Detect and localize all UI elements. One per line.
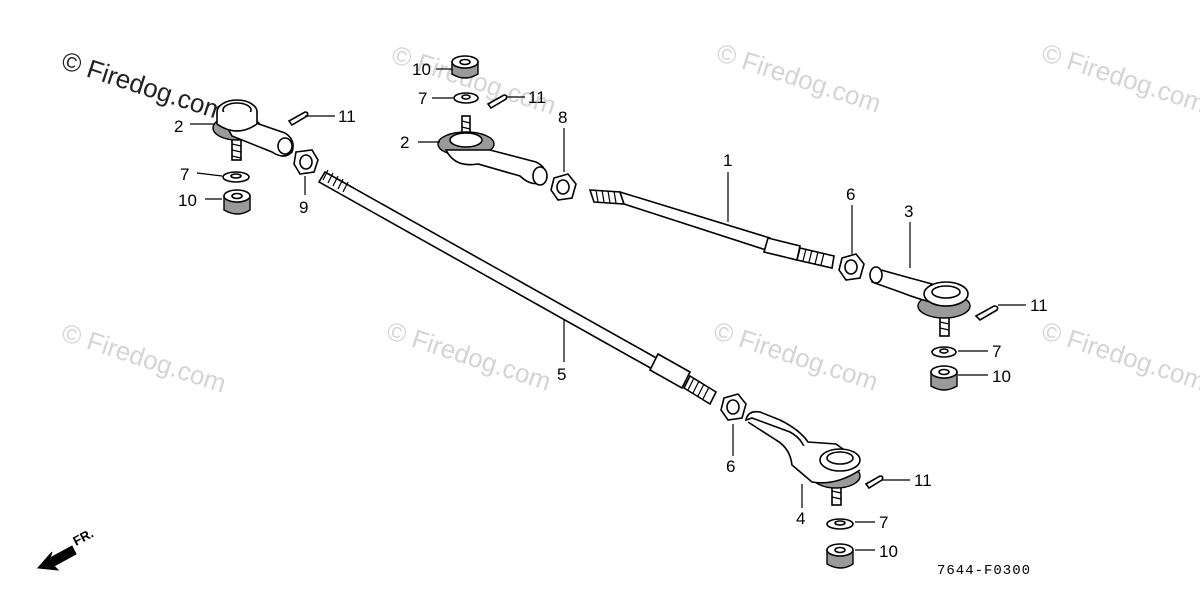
callout-7: 7 (879, 513, 888, 532)
callout-10: 10 (412, 60, 431, 79)
tie-rod-end-upper-middle (437, 115, 548, 186)
front-label: FR. (70, 526, 96, 549)
callout-6: 6 (846, 185, 855, 204)
watermark-text: © Firedog.com (1038, 315, 1200, 396)
lock-nut-9 (293, 149, 319, 175)
tie-rod-end-upper-left (212, 99, 294, 161)
callout-10: 10 (992, 367, 1011, 386)
tie-rod-1 (588, 189, 835, 269)
leader-lines (190, 68, 1026, 551)
lock-nut-6-lower (720, 393, 747, 421)
lock-nut-6-upper (838, 253, 865, 281)
callout-7: 7 (992, 342, 1001, 361)
callout-9: 9 (299, 198, 308, 217)
watermark-text: © Firedog.com (710, 315, 882, 396)
callout-11: 11 (1030, 296, 1048, 315)
callout-11: 11 (528, 88, 546, 107)
castle-nut (451, 55, 479, 79)
callout-4: 4 (796, 509, 805, 528)
lock-nut-8 (550, 173, 577, 201)
callout-2: 2 (400, 133, 409, 152)
castle-nut (826, 543, 854, 569)
front-indicator: FR. (36, 526, 96, 571)
watermark-text: © Firedog.com (383, 315, 555, 396)
callout-10: 10 (178, 191, 197, 210)
callout-3: 3 (904, 202, 913, 221)
cotter-pin-upper-middle (486, 94, 508, 110)
diagram-code: 7644-F0300 (937, 563, 1031, 579)
front-arrow-icon (36, 545, 77, 571)
cotter-pin-lower (864, 475, 884, 490)
cotter-pin-right (974, 305, 999, 322)
castle-nut (223, 189, 251, 215)
callout-1: 1 (723, 151, 732, 170)
stud (939, 315, 950, 337)
castle-nut (930, 365, 958, 391)
watermark-text: © Firedog.com (388, 39, 560, 120)
callout-11: 11 (338, 107, 356, 126)
callout-7: 7 (180, 165, 189, 184)
watermark-text: © Firedog.com (713, 37, 885, 118)
tie-rod-end-right (869, 266, 971, 337)
callout-2: 2 (174, 117, 183, 136)
callout-labels: 11 2 7 10 9 10 7 11 2 8 1 6 3 11 7 10 5 … (174, 60, 1048, 561)
watermark-text: © Firedog.com (58, 317, 230, 398)
callout-10: 10 (879, 542, 898, 561)
callout-6: 6 (726, 457, 735, 476)
callout-7: 7 (418, 89, 427, 108)
callout-11: 11 (914, 471, 932, 490)
cotter-pin-upper-left (287, 111, 309, 127)
tie-rod-end-lower (744, 410, 861, 506)
watermark-text: © Firedog.com (1038, 37, 1200, 118)
callout-8: 8 (558, 108, 567, 127)
watermark-text: © Firedog.com (58, 45, 230, 126)
callout-5: 5 (557, 365, 566, 384)
tie-rod-5 (317, 169, 718, 406)
